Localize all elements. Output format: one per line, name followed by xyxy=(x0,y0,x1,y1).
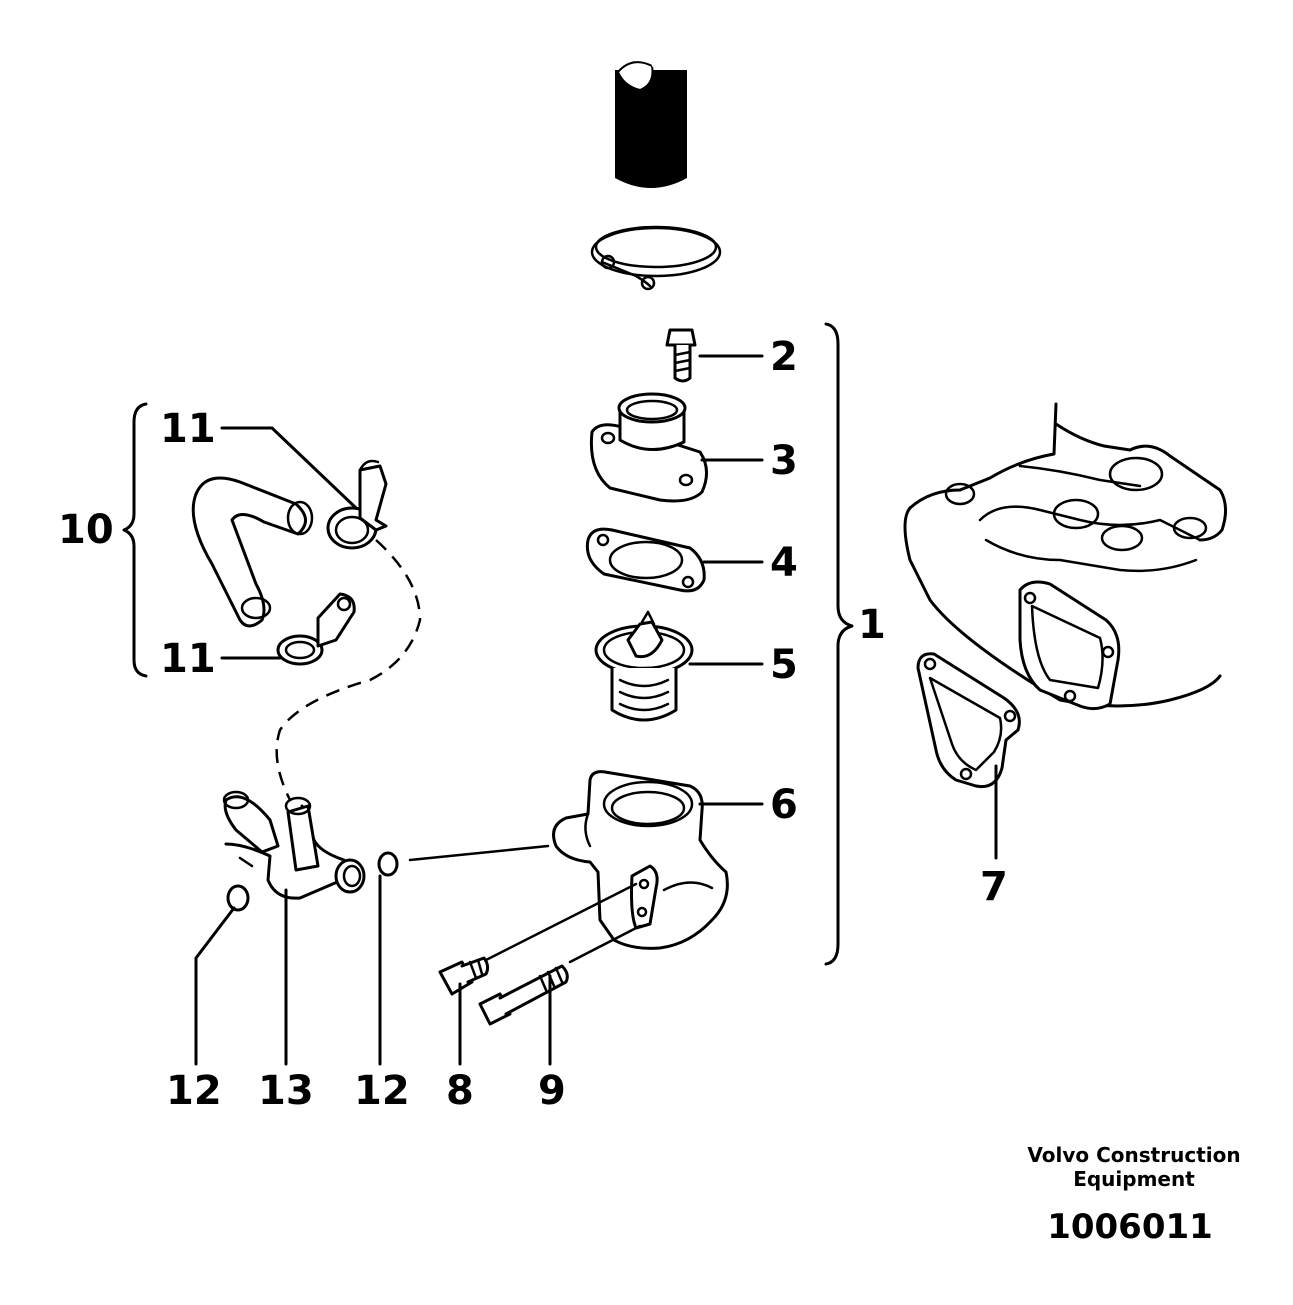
callout-12-right: 12 xyxy=(354,1068,410,1114)
bolt-part-8 xyxy=(438,956,490,996)
callout-4: 4 xyxy=(770,540,798,586)
brand-line-2: Equipment xyxy=(1073,1167,1195,1191)
pipe-part-13 xyxy=(222,790,366,900)
brace-part-1 xyxy=(824,322,854,966)
hose-clamp-part-11-top xyxy=(326,459,388,550)
callout-12-left: 12 xyxy=(166,1068,222,1114)
callout-13: 13 xyxy=(258,1068,314,1114)
leader-lines xyxy=(194,354,998,1066)
callout-7: 7 xyxy=(980,864,1008,910)
assembly-line-o-ring xyxy=(408,844,550,862)
o-ring-part-12-right xyxy=(377,851,399,877)
callout-6: 6 xyxy=(770,782,798,828)
callout-11-top: 11 xyxy=(160,406,216,452)
callout-3: 3 xyxy=(770,438,798,484)
hose-routing-line xyxy=(275,539,422,801)
bolt-part-2 xyxy=(665,328,697,383)
thermostat-housing-part-6 xyxy=(552,770,729,950)
brace-part-10 xyxy=(122,402,148,678)
callout-8: 8 xyxy=(446,1068,474,1114)
bypass-hose-part-10 xyxy=(191,476,314,628)
upper-hose xyxy=(615,60,688,188)
callout-10: 10 xyxy=(58,507,114,553)
hose-clamp-part-11-bottom xyxy=(276,592,356,666)
o-ring-part-12-left xyxy=(226,884,250,912)
callout-1: 1 xyxy=(858,602,886,648)
callout-11-bottom: 11 xyxy=(160,636,216,682)
callout-5: 5 xyxy=(770,642,798,688)
gasket-part-7 xyxy=(916,652,1021,789)
assembly-line-bolt-8 xyxy=(484,882,638,962)
bolt-part-9 xyxy=(478,964,569,1026)
engine-block xyxy=(903,402,1227,711)
assembly-line-bolt-9 xyxy=(568,924,642,964)
brand-line-1: Volvo Construction xyxy=(1027,1143,1240,1167)
thermostat-cover-part-3 xyxy=(589,392,708,503)
thermostat-part-5 xyxy=(594,610,694,722)
callout-2: 2 xyxy=(770,334,798,380)
hose-clamp-upper xyxy=(590,225,722,291)
gasket-part-4 xyxy=(585,527,706,593)
callout-9: 9 xyxy=(538,1068,566,1114)
document-number: 1006011 xyxy=(1047,1207,1213,1247)
